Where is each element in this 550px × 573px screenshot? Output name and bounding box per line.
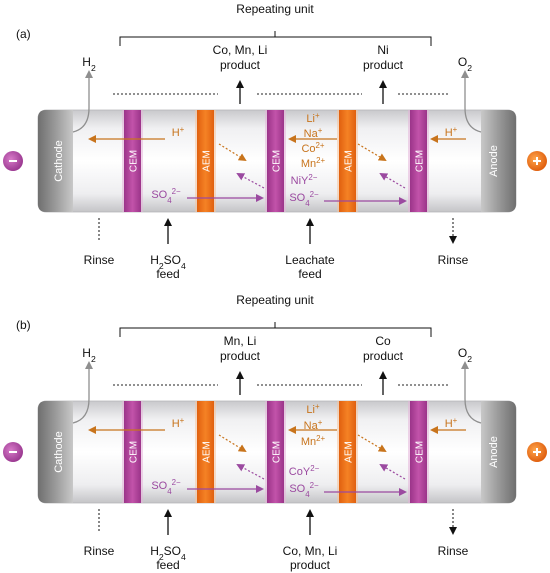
- cem-membrane: [124, 401, 141, 503]
- aem-membrane: [197, 401, 214, 503]
- diffusion-arrow: [379, 463, 406, 480]
- product-right-label: Co: [375, 334, 391, 348]
- membrane-label: AEM: [344, 150, 355, 172]
- complex-anion-label: NiY2−: [291, 173, 318, 188]
- h2-label: H2: [82, 55, 96, 73]
- minus-sign: [9, 451, 17, 453]
- h2-gas-line: [72, 107, 90, 133]
- feed-left-label: feed: [156, 558, 179, 572]
- panel-label: (b): [16, 318, 31, 332]
- cation-label: Mn2+: [301, 156, 326, 171]
- membrane-label: AEM: [344, 441, 355, 463]
- cation-label: Mn2+: [301, 434, 326, 449]
- anode-label: Anode: [488, 436, 500, 468]
- anode-electrode: [481, 401, 516, 503]
- membrane-label: CEM: [129, 150, 140, 172]
- repeating-unit-bracket: [119, 322, 432, 337]
- repeating-unit-bracket: [119, 31, 432, 46]
- rinse-left-label: Rinse: [84, 253, 115, 267]
- anode-label: Anode: [488, 145, 500, 177]
- product-left-label: product: [220, 58, 261, 72]
- cem-membrane: [124, 110, 141, 212]
- feed-mid-label: feed: [298, 267, 321, 281]
- diffusion-arrow: [236, 173, 265, 189]
- product-left-label: Co, Mn, Li: [213, 43, 268, 57]
- cation-label: Li+: [306, 402, 320, 417]
- o2-gas-line: [464, 398, 482, 424]
- cem-membrane: [267, 401, 284, 503]
- membrane-label: CEM: [272, 441, 283, 463]
- repeating-unit-label: Repeating unit: [236, 2, 314, 16]
- feed-mid-label: Co, Mn, Li: [283, 544, 338, 558]
- aem-membrane: [339, 110, 356, 212]
- h2-gas-line: [72, 398, 90, 424]
- sulfate-label: SO42−: [289, 190, 319, 208]
- diffusion-arrow: [218, 143, 247, 162]
- diffusion-arrow: [236, 464, 265, 480]
- h-plus-label: H+: [172, 125, 185, 140]
- complex-anion-label: CoY2−: [289, 464, 320, 479]
- sulfate-label: SO42−: [151, 187, 181, 205]
- o2-label: O2: [458, 55, 472, 73]
- cem-membrane: [267, 110, 284, 212]
- cem-membrane: [410, 401, 427, 503]
- product-right-label: product: [363, 58, 404, 72]
- cathode-electrode: [38, 110, 73, 212]
- rinse-left-label: Rinse: [84, 544, 115, 558]
- panel-label: (a): [16, 27, 31, 41]
- diffusion-arrow: [357, 434, 387, 453]
- sulfate-label: SO42−: [151, 478, 181, 496]
- cation-label: Li+: [306, 111, 320, 126]
- sulfate-label: SO42−: [289, 481, 319, 499]
- cathode-label: Cathode: [53, 140, 65, 182]
- feed-left-label: H2SO4: [150, 544, 186, 562]
- repeating-unit-label: Repeating unit: [236, 293, 314, 307]
- rinse-right-label: Rinse: [438, 544, 469, 558]
- h-plus-label: H+: [445, 416, 458, 431]
- product-left-label: Mn, Li: [224, 334, 257, 348]
- feed-mid-label: Leachate: [285, 253, 335, 267]
- aem-membrane: [197, 110, 214, 212]
- membrane-label: CEM: [415, 441, 426, 463]
- diffusion-arrow: [357, 143, 387, 162]
- plus-sign-v: [536, 157, 538, 165]
- membrane-label: CEM: [272, 150, 283, 172]
- rinse-right-label: Rinse: [438, 253, 469, 267]
- feed-left-label: H2SO4: [150, 253, 186, 271]
- membrane-label: AEM: [202, 150, 213, 172]
- cation-label: Na+: [304, 418, 323, 433]
- plus-sign-v: [536, 448, 538, 456]
- cation-label: Co2+: [301, 141, 324, 156]
- h-plus-label: H+: [445, 125, 458, 140]
- aem-membrane: [339, 401, 356, 503]
- membrane-label: AEM: [202, 441, 213, 463]
- o2-label: O2: [458, 346, 472, 364]
- membrane-label: CEM: [129, 441, 140, 463]
- product-right-label: Ni: [377, 43, 388, 57]
- feed-mid-label: product: [290, 558, 331, 572]
- product-left-label: product: [220, 349, 261, 363]
- o2-gas-line: [464, 107, 482, 133]
- cation-label: Na+: [304, 126, 323, 141]
- diffusion-arrow: [218, 434, 247, 453]
- h2-label: H2: [82, 346, 96, 364]
- feed-left-label: feed: [156, 267, 179, 281]
- cathode-electrode: [38, 401, 73, 503]
- cathode-label: Cathode: [53, 431, 65, 473]
- minus-sign: [9, 160, 17, 162]
- anode-electrode: [481, 110, 516, 212]
- membrane-label: CEM: [415, 150, 426, 172]
- diffusion-arrow: [379, 172, 406, 189]
- cem-membrane: [410, 110, 427, 212]
- product-right-label: product: [363, 349, 404, 363]
- h-plus-label: H+: [172, 416, 185, 431]
